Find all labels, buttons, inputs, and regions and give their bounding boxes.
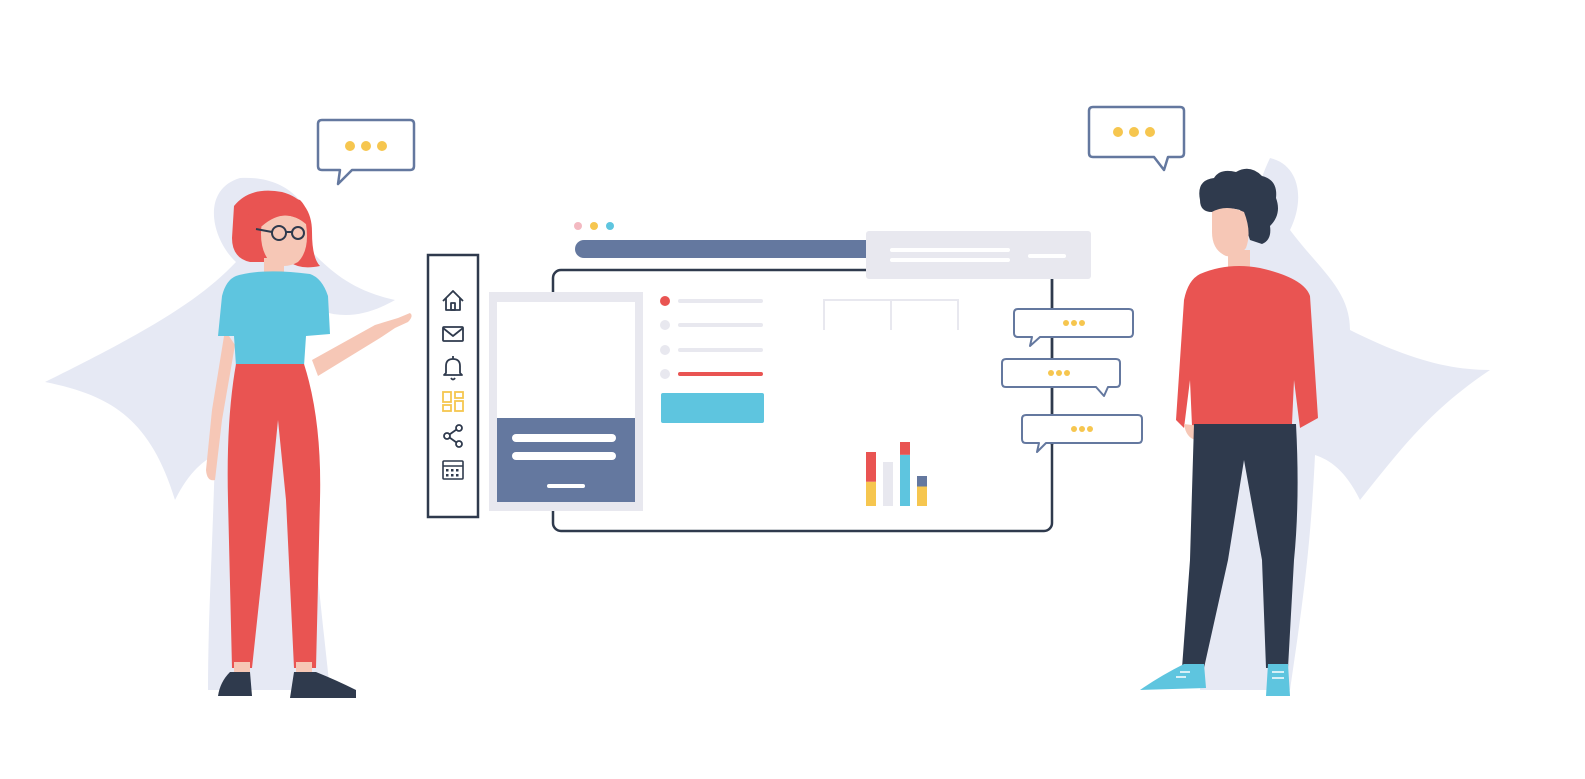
bar-segment bbox=[900, 454, 910, 506]
bar-segment bbox=[917, 476, 927, 487]
radio-option[interactable] bbox=[660, 320, 763, 330]
sidebar bbox=[426, 253, 480, 519]
chat-message-bubble bbox=[1001, 358, 1121, 397]
radio-option[interactable] bbox=[660, 296, 763, 306]
home-icon[interactable] bbox=[442, 290, 464, 311]
radio-option[interactable] bbox=[660, 345, 763, 355]
bar-segment bbox=[866, 452, 876, 482]
org-chart-outline bbox=[823, 299, 959, 330]
woman-character bbox=[206, 190, 412, 698]
bar-segment bbox=[900, 442, 910, 455]
chat-message-bubble bbox=[1021, 414, 1143, 453]
window-header bbox=[574, 222, 875, 258]
calendar-icon[interactable] bbox=[442, 460, 464, 480]
man-speech-bubble bbox=[1087, 105, 1186, 172]
content-card bbox=[489, 292, 643, 511]
bell-icon[interactable] bbox=[443, 356, 463, 381]
bar-segment bbox=[866, 481, 876, 506]
mail-icon[interactable] bbox=[442, 326, 464, 342]
share-icon[interactable] bbox=[443, 424, 463, 448]
man-character bbox=[1140, 168, 1318, 696]
submit-button[interactable] bbox=[661, 393, 764, 423]
window-dot bbox=[590, 222, 598, 230]
bar-segment bbox=[917, 486, 927, 506]
stacked-bar-chart bbox=[866, 442, 927, 506]
bar-segment bbox=[883, 462, 893, 506]
window-dot bbox=[574, 222, 582, 230]
address-bar bbox=[575, 240, 875, 258]
window-dot bbox=[606, 222, 614, 230]
chat-message-bubble bbox=[1013, 308, 1134, 347]
radio-option-list bbox=[660, 296, 763, 379]
floating-search-panel bbox=[866, 231, 1091, 279]
woman-speech-bubble bbox=[316, 118, 416, 186]
dashboard-grid-icon[interactable] bbox=[442, 391, 464, 412]
radio-option[interactable] bbox=[660, 369, 763, 379]
